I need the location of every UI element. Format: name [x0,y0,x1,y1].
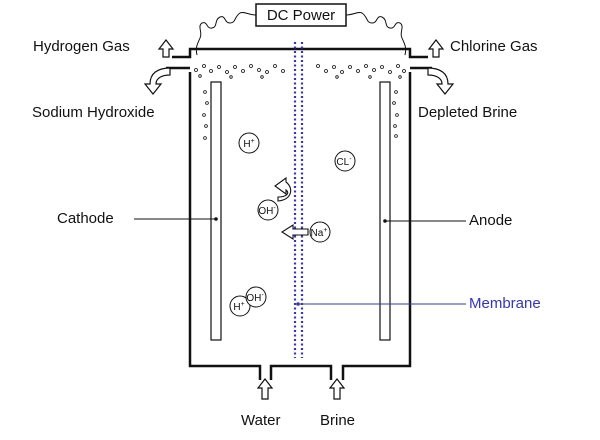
cell-lid [172,47,428,59]
electrode-bubbles [202,90,399,140]
depleted-brine-label: Depleted Brine [418,104,518,121]
sodium-hydroxide-label: Sodium Hydroxide [32,104,155,121]
chlorine-gas-label: Chlorine Gas [450,38,538,55]
na-left-arrow-icon [280,223,309,241]
brine-inlet-arrow-icon [328,378,346,400]
water-label: Water [241,412,281,429]
water-inlet-arrow-icon [256,378,274,400]
ion-oh-minus-bottom: OH- [245,286,267,308]
leader-lines [134,217,466,306]
oh-curved-arrow-icon [274,176,292,202]
anode-electrode [379,81,391,341]
cathode-wire [195,11,257,56]
svg-text:Na+: Na+ [311,227,328,239]
ion-na-plus: Na+ [309,221,331,243]
membrane-label: Membrane [469,295,541,312]
svg-text:CL-: CL- [336,156,352,168]
anode-wire [345,11,407,56]
anode-label: Anode [469,212,513,229]
svg-text:OH-: OH- [246,292,264,304]
svg-text:H+: H+ [243,138,254,150]
cell-body [188,72,412,380]
ion-h-plus-bottom: H+ [229,295,251,317]
surface-bubbles [194,64,406,79]
svg-text:H+: H+ [233,301,244,313]
ion-oh-minus-mid: OH- [257,199,279,221]
hydrogen-gas-label: Hydrogen Gas [33,38,130,55]
ion-cl-minus: CL- [334,150,356,172]
svg-text:OH-: OH- [258,205,276,217]
sodium-hydroxide-outflow-arrow-icon [143,67,171,95]
cathode-label: Cathode [57,210,114,227]
brine-label: Brine [320,412,356,429]
membrane [293,42,304,358]
depleted-brine-outflow-arrow-icon [427,67,455,95]
cathode-electrode [210,81,222,341]
dc-power-label: DC Power [267,7,335,24]
chlorine-arrow-icon [427,39,445,58]
ion-h-plus-top: H+ [238,132,260,154]
hydrogen-arrow-icon [157,39,175,58]
